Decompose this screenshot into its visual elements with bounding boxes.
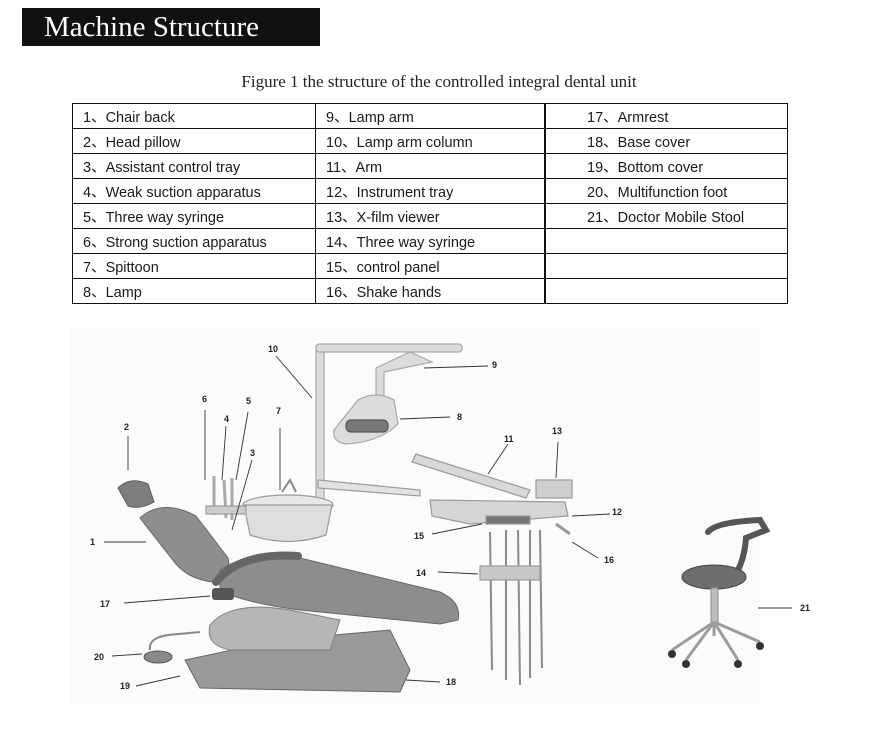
table-row: 1、Chair back 9、Lamp arm 17、Armrest (72, 103, 788, 129)
doctor-arm (411, 453, 531, 499)
stool-base (671, 620, 761, 661)
callout-5: 5 (246, 396, 251, 406)
table-cell: 15、control panel (315, 253, 545, 279)
callout-6: 6 (202, 394, 207, 404)
table-cell: 16、Shake hands (315, 278, 545, 304)
foot-control (143, 631, 201, 664)
table-cell: 8、Lamp (72, 278, 316, 304)
callout-15: 15 (414, 531, 424, 541)
dental-chair (117, 480, 460, 693)
callout-19: 19 (120, 681, 130, 691)
figure-caption: Figure 1 the structure of the controlled… (241, 72, 637, 91)
table-row: 3、Assistant control tray 11、Arm 19、Botto… (72, 153, 788, 179)
callout-4: 4 (224, 414, 229, 424)
callout-18: 18 (446, 677, 456, 687)
table-cell: 14、Three way syringe (315, 228, 545, 254)
page-title: Machine Structure (22, 8, 320, 46)
table-cell (544, 253, 788, 279)
table-cell (544, 278, 788, 304)
instrument-hoses (489, 529, 543, 686)
chair-base (184, 629, 411, 693)
stool-seat (681, 564, 747, 590)
table-cell: 21、Doctor Mobile Stool (544, 203, 788, 229)
lamp-arm (315, 343, 463, 353)
table-cell (544, 228, 788, 254)
table-row: 6、Strong suction apparatus 14、Three way … (72, 228, 788, 254)
table-cell: 19、Bottom cover (544, 153, 788, 179)
callout-12: 12 (612, 507, 622, 517)
table-row: 2、Head pillow 10、Lamp arm column 18、Base… (72, 128, 788, 154)
parts-table: 1、Chair back 9、Lamp arm 17、Armrest 2、Hea… (72, 103, 788, 304)
callout-labels: 1 2 3 4 5 6 7 8 9 10 11 12 13 14 15 16 1… (90, 344, 810, 691)
table-cell: 10、Lamp arm column (315, 128, 545, 154)
callout-11: 11 (504, 434, 514, 444)
three-way-syringe-holder (479, 565, 541, 581)
spittoon-body (243, 504, 333, 543)
x-film-viewer (535, 479, 573, 499)
assistant-tray (205, 505, 247, 515)
spittoon-unit (205, 476, 334, 543)
doctor-stool (668, 516, 771, 668)
callout-8: 8 (457, 412, 462, 422)
head-pillow (117, 480, 155, 508)
armrest-end (212, 588, 234, 600)
arm-link (317, 479, 421, 497)
multifunction-foot-icon (143, 650, 173, 664)
doctor-unit (317, 453, 573, 686)
table-cell: 3、Assistant control tray (72, 153, 316, 179)
callout-3: 3 (250, 448, 255, 458)
callout-10: 10 (268, 344, 278, 354)
armrest (212, 551, 302, 586)
table-cell: 2、Head pillow (72, 128, 316, 154)
table-cell: 20、Multifunction foot (544, 178, 788, 204)
table-cell: 17、Armrest (544, 103, 788, 129)
callout-20: 20 (94, 652, 104, 662)
table-row: 8、Lamp 16、Shake hands (72, 278, 788, 304)
table-row: 5、Three way syringe 13、X-film viewer 21、… (72, 203, 788, 229)
table-cell: 7、Spittoon (72, 253, 316, 279)
table-cell: 11、Arm (315, 153, 545, 179)
callout-13: 13 (552, 426, 562, 436)
callout-1: 1 (90, 537, 95, 547)
chair-support (208, 606, 341, 651)
table-cell: 1、Chair back (72, 103, 316, 129)
spittoon-tap (281, 478, 297, 493)
callout-17: 17 (100, 599, 110, 609)
callout-16: 16 (604, 555, 614, 565)
callout-14: 14 (416, 568, 426, 578)
table-cell: 4、Weak suction apparatus (72, 178, 316, 204)
table-cell: 5、Three way syringe (72, 203, 316, 229)
callout-9: 9 (492, 360, 497, 370)
table-row: 4、Weak suction apparatus 12、Instrument t… (72, 178, 788, 204)
callout-21: 21 (800, 603, 810, 613)
callout-2: 2 (124, 422, 129, 432)
callout-leaders (104, 355, 792, 687)
table-cell: 9、Lamp arm (315, 103, 545, 129)
tray-handle (555, 522, 571, 536)
table-row: 7、Spittoon 15、control panel (72, 253, 788, 279)
dental-unit-diagram: 1 2 3 4 5 6 7 8 9 10 11 12 13 14 15 16 1… (70, 328, 810, 703)
lamp-assembly (315, 343, 463, 512)
page-title-text: Machine Structure (44, 10, 260, 43)
stool-column (710, 587, 719, 623)
callout-7: 7 (276, 406, 281, 416)
table-cell: 6、Strong suction apparatus (72, 228, 316, 254)
lamp-light (345, 419, 389, 433)
control-panel (485, 515, 531, 525)
table-cell: 18、Base cover (544, 128, 788, 154)
table-cell: 12、Instrument tray (315, 178, 545, 204)
table-cell: 13、X-film viewer (315, 203, 545, 229)
